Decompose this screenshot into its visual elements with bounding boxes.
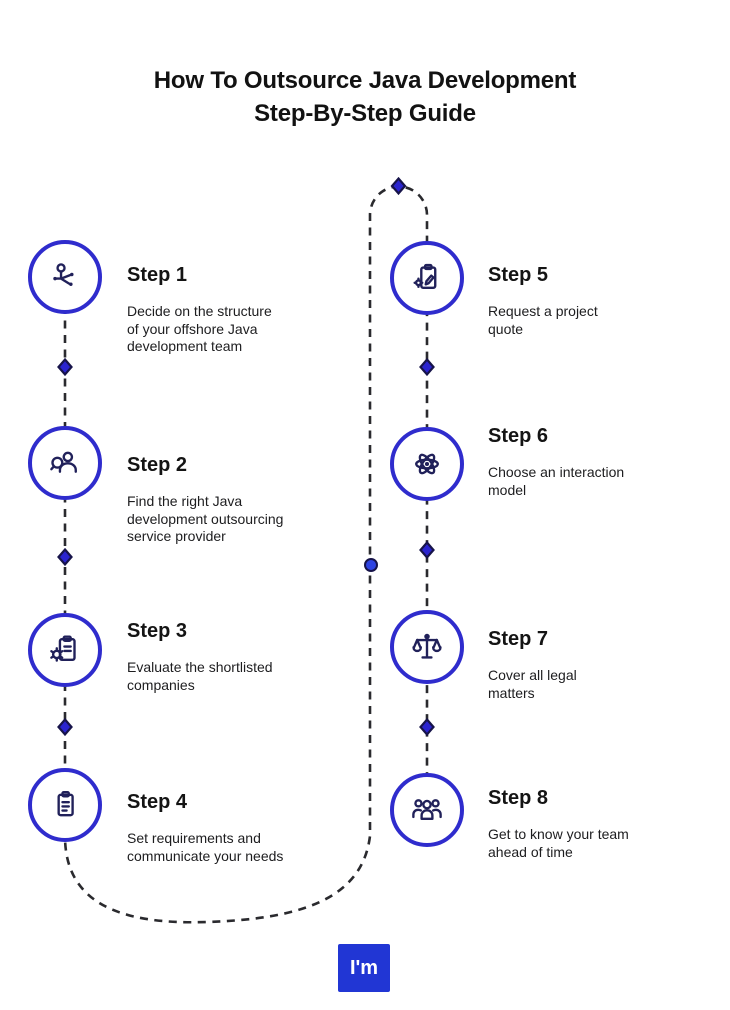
brand-logo: I'm bbox=[338, 944, 390, 992]
node-diamond-icon bbox=[57, 547, 73, 567]
team-icon bbox=[412, 799, 442, 821]
node-diamond-icon bbox=[57, 357, 73, 377]
scales-icon bbox=[412, 633, 442, 659]
org-structure-icon bbox=[53, 263, 74, 287]
step-8-label: Step 8 bbox=[488, 787, 549, 809]
step-2-circle bbox=[28, 426, 102, 500]
step-2-description: Find the right Java development outsourc… bbox=[127, 493, 284, 544]
step-5-circle bbox=[390, 241, 464, 315]
step-6-description: Choose an interaction model bbox=[488, 464, 625, 498]
connector-dashed-line bbox=[63, 185, 429, 924]
step-4-circle bbox=[28, 768, 102, 842]
step-8-circle bbox=[390, 773, 464, 847]
atom-icon bbox=[415, 453, 439, 475]
step-6-circle bbox=[390, 427, 464, 501]
page-title-line1: How To Outsource Java Development bbox=[153, 67, 577, 94]
step-1-circle bbox=[28, 240, 102, 314]
step-7-circle bbox=[390, 610, 464, 684]
step-3-description: Evaluate the shortlisted companies bbox=[127, 659, 273, 693]
step-7-label: Step 7 bbox=[488, 628, 549, 650]
step-7-description: Cover all legal matters bbox=[488, 667, 577, 701]
step-3-circle bbox=[28, 613, 102, 687]
node-diamond-icon bbox=[419, 540, 435, 560]
node-diamond-icon bbox=[390, 176, 407, 196]
step-5-description: Request a project quote bbox=[488, 303, 598, 337]
clipboard-pen-icon bbox=[413, 263, 437, 290]
clipboard-gear-icon bbox=[50, 635, 76, 662]
clipboard-icon bbox=[57, 790, 74, 817]
node-diamond-icon bbox=[419, 717, 435, 737]
step-2-label: Step 2 bbox=[127, 454, 188, 476]
node-dot-icon bbox=[364, 558, 378, 572]
step-5-label: Step 5 bbox=[488, 264, 549, 286]
node-diamond-icon bbox=[419, 357, 435, 377]
step-3-label: Step 3 bbox=[127, 620, 188, 642]
step-1-description: Decide on the structure of your offshore… bbox=[127, 303, 272, 354]
page-title: How To Outsource Java Development Step-B… bbox=[0, 64, 730, 130]
search-person-icon bbox=[50, 451, 77, 473]
step-8-description: Get to know your team ahead of time bbox=[488, 826, 629, 860]
node-diamond-icon bbox=[57, 717, 73, 737]
step-1-label: Step 1 bbox=[127, 264, 188, 286]
step-4-description: Set requirements and communicate your ne… bbox=[127, 830, 284, 864]
page-title-line2: Step-By-Step Guide bbox=[254, 100, 476, 127]
step-6-label: Step 6 bbox=[488, 425, 549, 447]
step-4-label: Step 4 bbox=[127, 791, 188, 813]
